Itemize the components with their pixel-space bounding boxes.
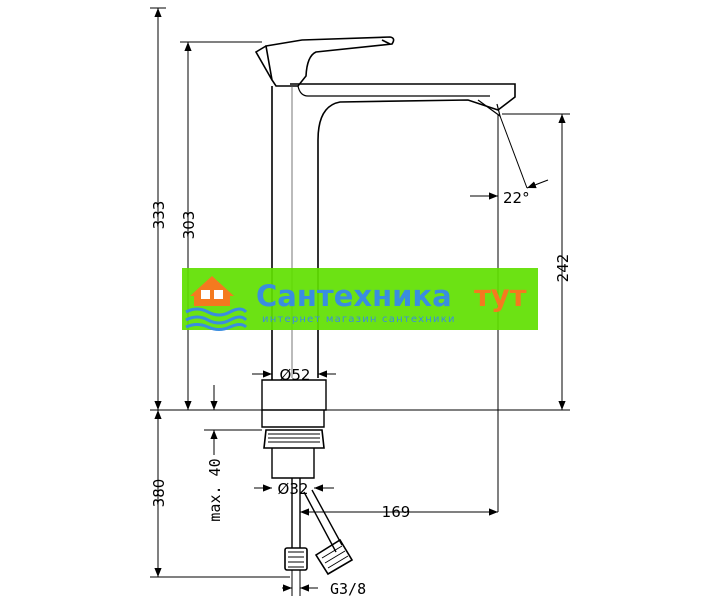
house-logo-icon <box>185 276 248 331</box>
faucet-body <box>254 36 516 576</box>
hose-fitting-right <box>314 538 354 576</box>
shank <box>271 448 315 479</box>
hose-fitting-left <box>284 547 308 571</box>
watermark-background <box>182 268 538 330</box>
lever-handle <box>265 36 395 87</box>
dimension-labels: 333 303 242 380 max. 40 Ø52 Ø32 169 G3/8… <box>150 189 572 598</box>
dim-spout-angle: 22° <box>503 189 530 207</box>
dim-max-thickness: max. 40 <box>206 458 224 521</box>
dimension-lines <box>150 7 570 596</box>
fixing-nut <box>263 429 325 449</box>
dim-total-height: 333 <box>150 201 168 230</box>
dim-reach: 169 <box>382 503 411 521</box>
watermark-subtitle: интернет магазин сантехники <box>262 314 456 325</box>
spout-outline <box>290 83 516 378</box>
dim-hose-length: 380 <box>150 479 168 508</box>
watermark-banner: Сантехника тут интернет магазин сантехни… <box>182 268 538 331</box>
watermark-title: Сантехника <box>256 279 452 313</box>
dim-base-diameter: Ø52 <box>280 366 311 384</box>
dim-outlet-height: 242 <box>554 254 572 283</box>
watermark-title-accent: тут <box>474 279 527 313</box>
hose-right <box>303 489 343 553</box>
base-plate <box>261 379 327 411</box>
dim-spout-height: 303 <box>180 211 198 240</box>
dim-shank-diameter: Ø32 <box>278 480 309 498</box>
dim-hose-connection: G3/8 <box>330 580 366 598</box>
lever-base <box>254 45 273 81</box>
